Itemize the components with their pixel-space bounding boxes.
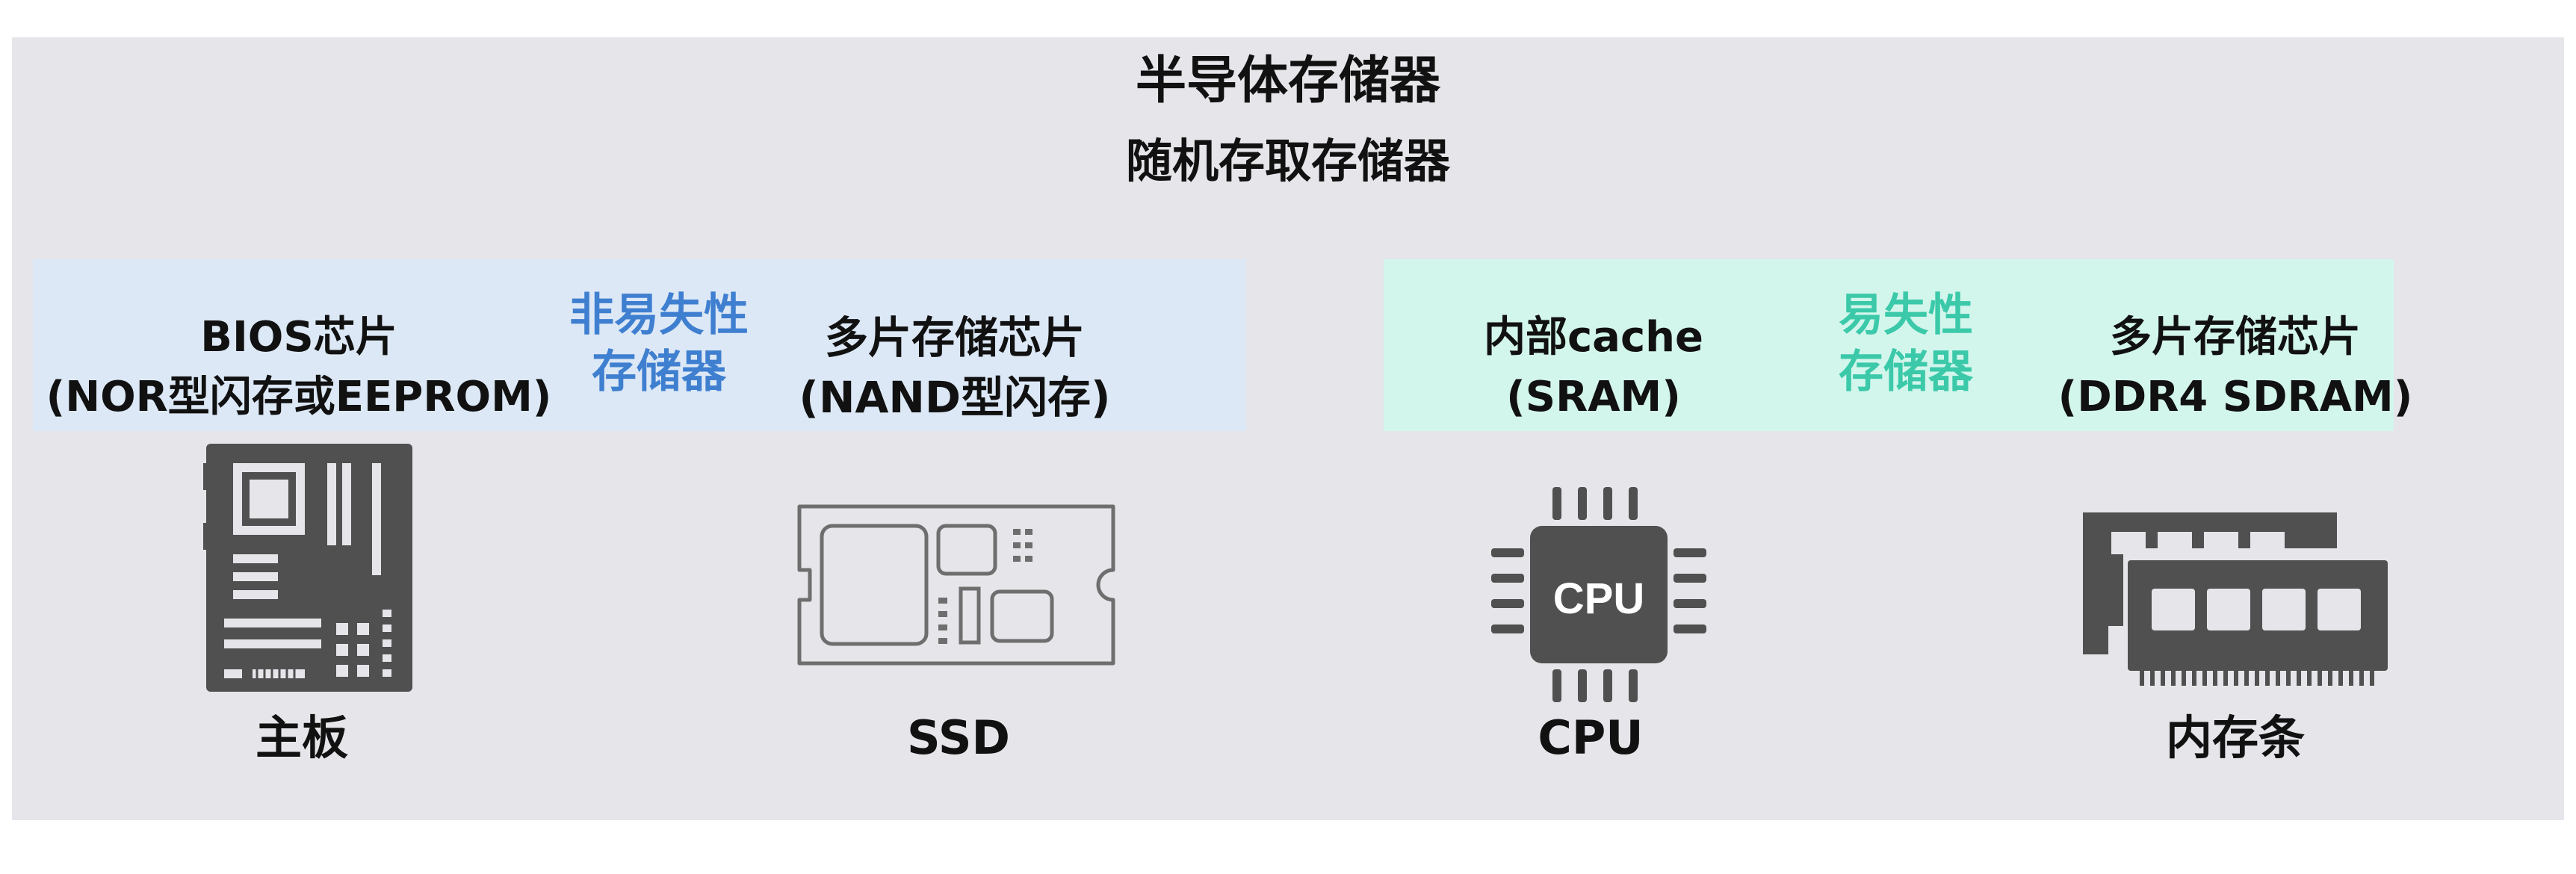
non-volatile-line1: 非易失性 [569, 289, 749, 341]
ssd-icon [797, 504, 1115, 666]
nand-chip-label-line1: 多片存储芯片 [824, 312, 1086, 363]
volatile-band [1384, 259, 2394, 431]
ram-icon [2083, 512, 2388, 686]
motherboard-name-text: 主板 [255, 710, 349, 765]
cpu-icon-text: CPU [1553, 574, 1644, 623]
bios-chip-label-line1: BIOS芯片 [200, 313, 397, 362]
volatile-line1: 易失性 [1839, 289, 1973, 341]
cache-label-line1: 内部cache [1483, 313, 1704, 362]
volatile-line2: 存储器 [1839, 346, 1973, 398]
cache-label-line2: (SRAM) [1506, 373, 1681, 421]
ssd-name-text: SSD [907, 710, 1010, 765]
non-volatile-line2: 存储器 [592, 346, 726, 398]
ddr4-chip-label-line2: (DDR4 SDRAM) [2058, 373, 2413, 421]
non-volatile-band [33, 259, 1246, 431]
nand-chip-label-line2: (NAND型闪存) [799, 372, 1111, 423]
bios-chip-label-line2: (NOR型闪存或EEPROM) [46, 373, 552, 421]
cpu-name-text: CPU [1538, 710, 1644, 765]
ram-name-text: 内存条 [2165, 710, 2306, 765]
diagram-subtitle: 随机存取存储器 [1125, 134, 1450, 188]
diagram-title: 半导体存储器 [1135, 52, 1440, 111]
motherboard-icon [203, 444, 412, 692]
ddr4-chip-label-line1: 多片存储芯片 [2110, 313, 2361, 362]
cpu-icon: CPU [1491, 487, 1706, 702]
